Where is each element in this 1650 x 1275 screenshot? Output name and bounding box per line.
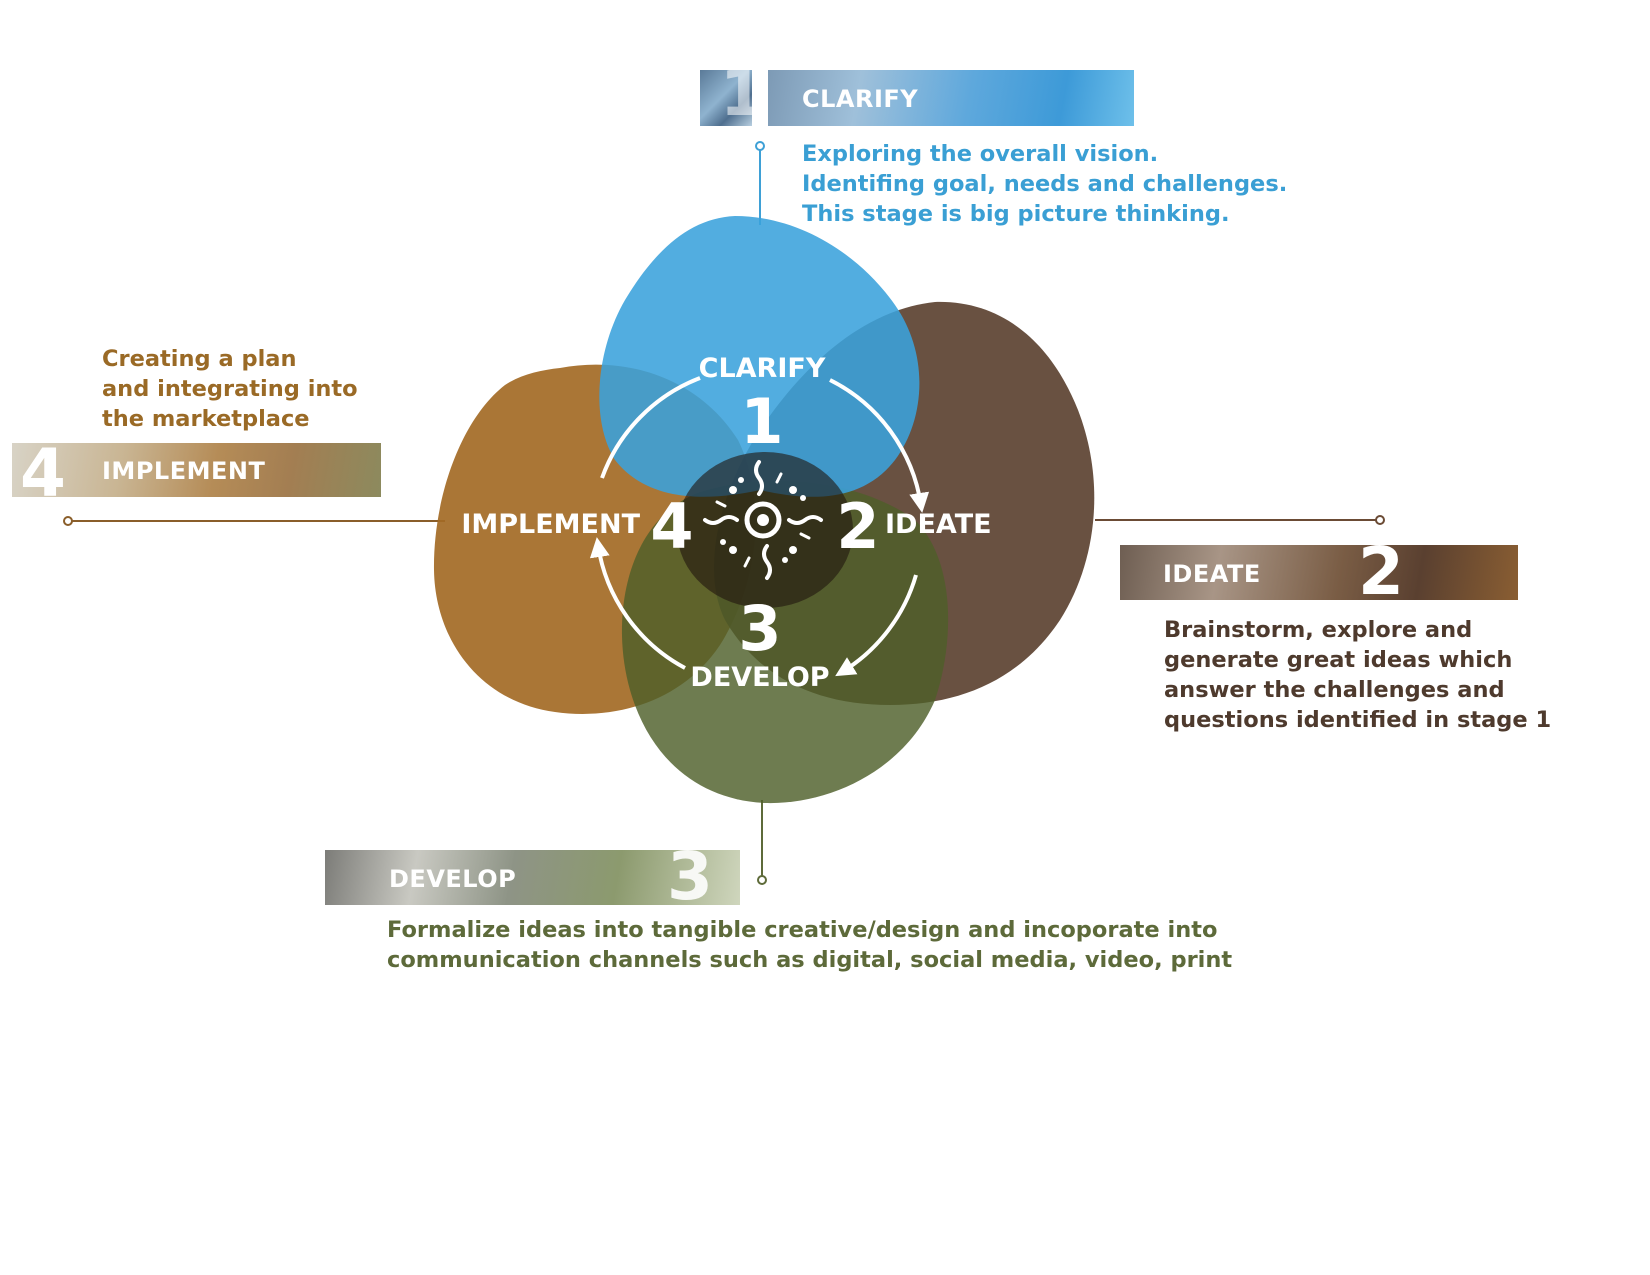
connector-implement (63, 516, 445, 526)
develop-description: Formalize ideas into tangible creative/d… (387, 915, 1232, 975)
clarify-line-2: Identifing goal, needs and challenges. (802, 171, 1288, 197)
center-label-implement: IMPLEMENT (461, 509, 640, 540)
arrow-implement-to-clarify (600, 376, 701, 479)
develop-banner-number: 3 (667, 850, 713, 905)
implement-banner-number: 4 (20, 443, 66, 497)
ideate-banner: IDEATE 2 (1120, 545, 1518, 600)
center-overlap (677, 452, 853, 608)
cycle-arrows (589, 376, 930, 677)
develop-banner-label: DEVELOP (389, 865, 517, 893)
ideate-banner-number: 2 (1358, 545, 1404, 600)
clarify-line-1: Exploring the overall vision. (802, 141, 1159, 167)
ideate-banner-label: IDEATE (1163, 560, 1261, 588)
implement-line-2: and integrating into (102, 376, 358, 402)
tribal-sun-icon (703, 460, 823, 580)
center-label-ideate: IDEATE (885, 509, 992, 540)
center-number-ideate: 2 (836, 490, 879, 563)
clarify-blob (599, 216, 920, 497)
clarify-banner-label: CLARIFY (802, 85, 919, 113)
ideate-line-2: generate great ideas which (1164, 647, 1513, 673)
clarify-number-tab: 1 (700, 70, 752, 126)
ideate-line-1: Brainstorm, explore and (1164, 617, 1473, 643)
center-label-clarify: CLARIFY (699, 353, 826, 384)
arrow-ideate-to-develop (835, 574, 918, 677)
arrow-clarify-to-ideate (829, 378, 930, 513)
develop-line-2: communication channels such as digital, … (387, 947, 1233, 973)
ideate-line-3: answer the challenges and (1164, 677, 1505, 703)
connector-clarify (755, 141, 765, 225)
connector-develop (757, 800, 767, 885)
ideate-line-4: questions identified in stage 1 (1164, 707, 1552, 733)
connector-ideate (1095, 515, 1385, 525)
clarify-line-3: This stage is big picture thinking. (802, 201, 1230, 227)
implement-banner: 4 IMPLEMENT (12, 443, 381, 497)
develop-banner: DEVELOP 3 (325, 850, 740, 905)
center-number-implement: 4 (650, 490, 693, 563)
develop-line-1: Formalize ideas into tangible creative/d… (387, 917, 1218, 943)
center-number-develop: 3 (738, 592, 781, 665)
implement-line-3: the marketplace (102, 406, 310, 432)
center-number-clarify: 1 (740, 385, 783, 458)
ideate-description: Brainstorm, explore and generate great i… (1164, 615, 1551, 735)
clarify-banner-number: 1 (720, 70, 752, 126)
clarify-banner: CLARIFY (768, 70, 1134, 126)
implement-line-1: Creating a plan (102, 346, 297, 372)
implement-banner-label: IMPLEMENT (102, 457, 266, 485)
implement-description: Creating a plan and integrating into the… (102, 344, 358, 434)
clarify-description: Exploring the overall vision. Identifing… (802, 139, 1287, 229)
center-label-develop: DEVELOP (690, 662, 829, 693)
arrow-develop-to-implement (589, 537, 686, 670)
